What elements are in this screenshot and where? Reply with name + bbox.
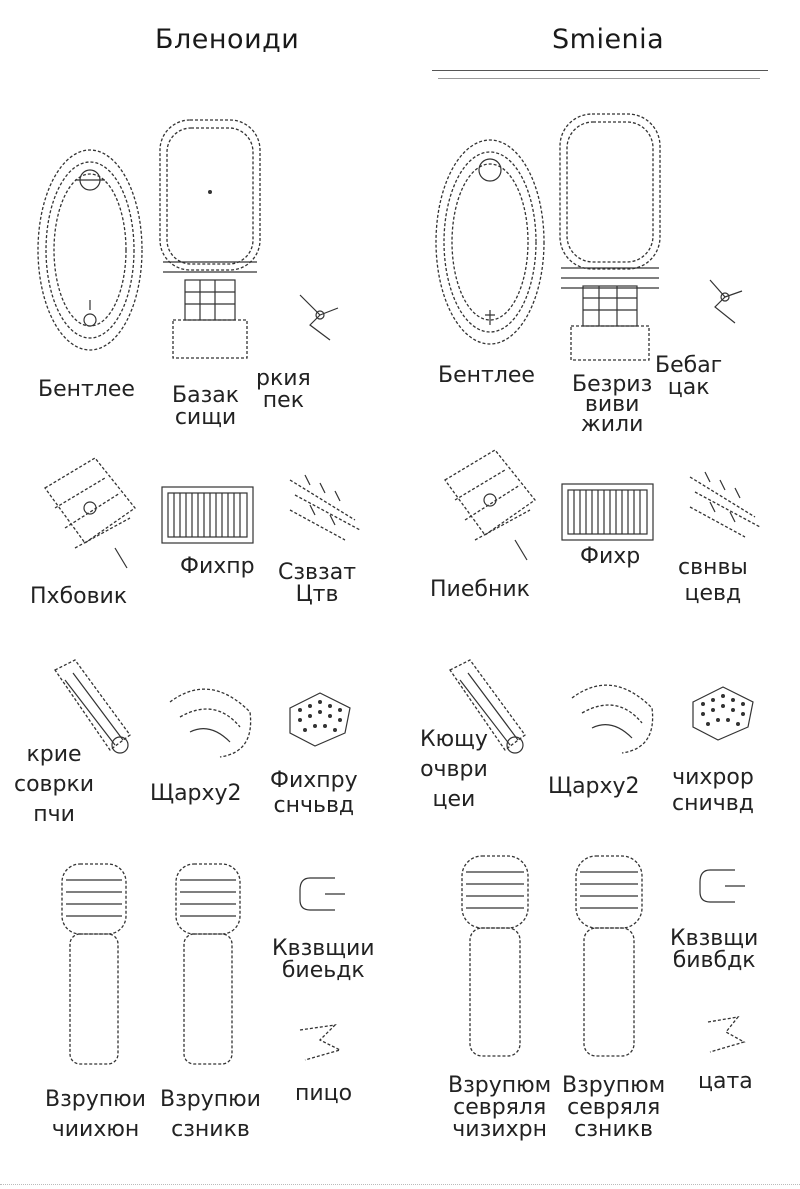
hook-piece-drawing-right: [698, 1012, 753, 1057]
right-r3-label-a1: Кющу: [420, 727, 488, 752]
left-r2-label-c1: Сзвзат: [278, 560, 357, 585]
left-r4-label-c: Квзвщии биеьдк: [272, 938, 375, 982]
right-r1-label-b3: жили: [580, 412, 644, 437]
left-r2-label-b: Фихпр: [180, 554, 255, 579]
right-r3-label-c1: чихрор: [672, 765, 754, 790]
left-r4-label-c2: биеьдк: [281, 958, 365, 983]
left-r3-label-c2: снчьвд: [273, 793, 355, 818]
spring-clip-drawing-right: [700, 275, 750, 330]
filter-cartridge-drawing-right: [560, 482, 655, 542]
header-underline-secondary: [438, 78, 760, 79]
curved-disc-drawing-right: [562, 668, 662, 758]
right-r2-label-c2: цевд: [684, 581, 742, 606]
left-r4-label-c1: Квзвщии: [272, 936, 375, 961]
nozzle-drawing: [45, 655, 135, 765]
right-r3-label-c: чихрор сничвд: [672, 765, 754, 817]
right-r1-label-c2: цак: [667, 375, 710, 400]
column-tank-b-drawing: [172, 860, 244, 1070]
oval-cover-drawing: [30, 140, 150, 360]
right-r1-label-b: Безриз виви жили: [572, 372, 653, 437]
tank-body-drawing-right: [555, 108, 665, 363]
left-r4-label-b: Взрупюи сзникв: [160, 1085, 261, 1145]
hook-piece-drawing: [290, 1020, 350, 1065]
cable-clip-drawing-right: [695, 862, 755, 912]
left-r3-label-c1: Фихпру: [270, 768, 358, 793]
right-r4-label-a: Взрупюм севряля чизихрн: [448, 1075, 551, 1141]
right-r4-label-a2: севряля: [453, 1095, 547, 1120]
header-underline: [432, 70, 768, 71]
column-tank-a-drawing-right: [458, 852, 532, 1062]
column-tank-a-drawing: [58, 860, 130, 1070]
right-r4-label-a1: Взрупюм: [448, 1073, 552, 1098]
brush-roll-drawing: [285, 465, 365, 545]
right-r3-label-b: Щарху2: [548, 774, 640, 799]
right-r4-label-c1: Квзвщи: [670, 926, 759, 951]
right-r4-label-d: цата: [698, 1069, 753, 1094]
right-r4-label-b3: сзникв: [574, 1117, 653, 1142]
left-r4-label-b1: Взрупюи: [160, 1087, 261, 1112]
left-r4-label-a: Взрупюи чиихюн: [45, 1085, 146, 1145]
tank-body-drawing: [155, 112, 265, 362]
right-r4-label-a3: чизихрн: [452, 1117, 547, 1142]
right-r3-label-c2: сничвд: [672, 791, 754, 816]
left-r3-label-a2: соврки: [14, 772, 95, 797]
right-r2-label-a: Пиебник: [430, 577, 530, 602]
spring-clip-drawing: [290, 290, 350, 350]
right-r4-label-c: Квзвщи бивбдк: [670, 928, 758, 972]
left-r3-label-a: крие соврки пчи: [14, 740, 94, 830]
left-r4-label-d: пицо: [295, 1081, 353, 1106]
left-r3-label-c: Фихпру снчьвд: [270, 768, 358, 818]
filter-cartridge-drawing: [160, 485, 255, 545]
left-r2-label-a: Пхбовик: [30, 584, 128, 609]
left-r1-label-b1: Базак: [172, 383, 240, 408]
right-r4-label-b: Взрупюм севряля сзникв: [562, 1075, 665, 1141]
right-r3-label-a: Кющу очври цеи: [420, 725, 488, 815]
nozzle-drawing-right: [440, 655, 530, 765]
mesh-filter-drawing-right: [688, 682, 758, 742]
right-r1-label-b2: виви: [584, 392, 640, 417]
left-r4-label-a1: Взрупюи: [45, 1087, 146, 1112]
left-r1-label-c1: ркия: [256, 366, 311, 391]
right-r3-label-a2: очври: [420, 757, 488, 782]
rotor-drawing-right: [435, 440, 545, 570]
left-r3-label-b: Щарху2: [150, 781, 242, 806]
bottom-dotted-border: [0, 1184, 800, 1185]
curved-disc-drawing: [160, 672, 260, 762]
left-r4-label-b2: сзникв: [171, 1117, 250, 1142]
cable-clip-drawing: [295, 870, 355, 920]
left-r3-label-a1: крие: [26, 742, 82, 767]
left-r4-label-a2: чиихюн: [51, 1117, 140, 1142]
column-tank-b-drawing-right: [572, 852, 646, 1062]
right-r3-label-a3: цеи: [432, 787, 476, 812]
left-r1-label-c2: пек: [262, 388, 304, 413]
left-r2-label-c: Сзвзат Цтв: [278, 562, 356, 606]
left-r1-label-c: ркия пек: [256, 368, 311, 412]
right-r1-label-c: Бебаг цак: [655, 355, 722, 399]
right-r2-label-c: свнвы цевд: [678, 555, 748, 607]
left-r3-label-a3: пчи: [33, 802, 75, 827]
brush-roll-drawing-right: [685, 462, 765, 542]
mesh-filter-drawing: [285, 688, 355, 748]
right-r1-label-a: Бентлее: [438, 363, 535, 388]
right-r4-label-b1: Взрупюм: [562, 1073, 666, 1098]
rotor-drawing: [35, 448, 145, 578]
left-column-title: Бленоиди: [155, 24, 300, 55]
right-r1-label-c1: Бебаг: [655, 353, 723, 378]
left-r2-label-c2: Цтв: [295, 582, 339, 607]
left-r1-label-b: Базак сищи: [172, 385, 239, 429]
left-r1-label-a: Бентлее: [38, 377, 135, 402]
right-r2-label-b: Фихр: [580, 544, 641, 569]
right-r2-label-c1: свнвы: [678, 555, 748, 580]
oval-cover-drawing-right: [430, 130, 550, 355]
right-r1-label-b1: Безриз: [572, 372, 653, 397]
right-column-title: Smienia: [552, 24, 665, 55]
left-r1-label-b2: сищи: [174, 405, 237, 430]
right-r4-label-b2: севряля: [567, 1095, 661, 1120]
right-r4-label-c2: бивбдк: [672, 948, 756, 973]
